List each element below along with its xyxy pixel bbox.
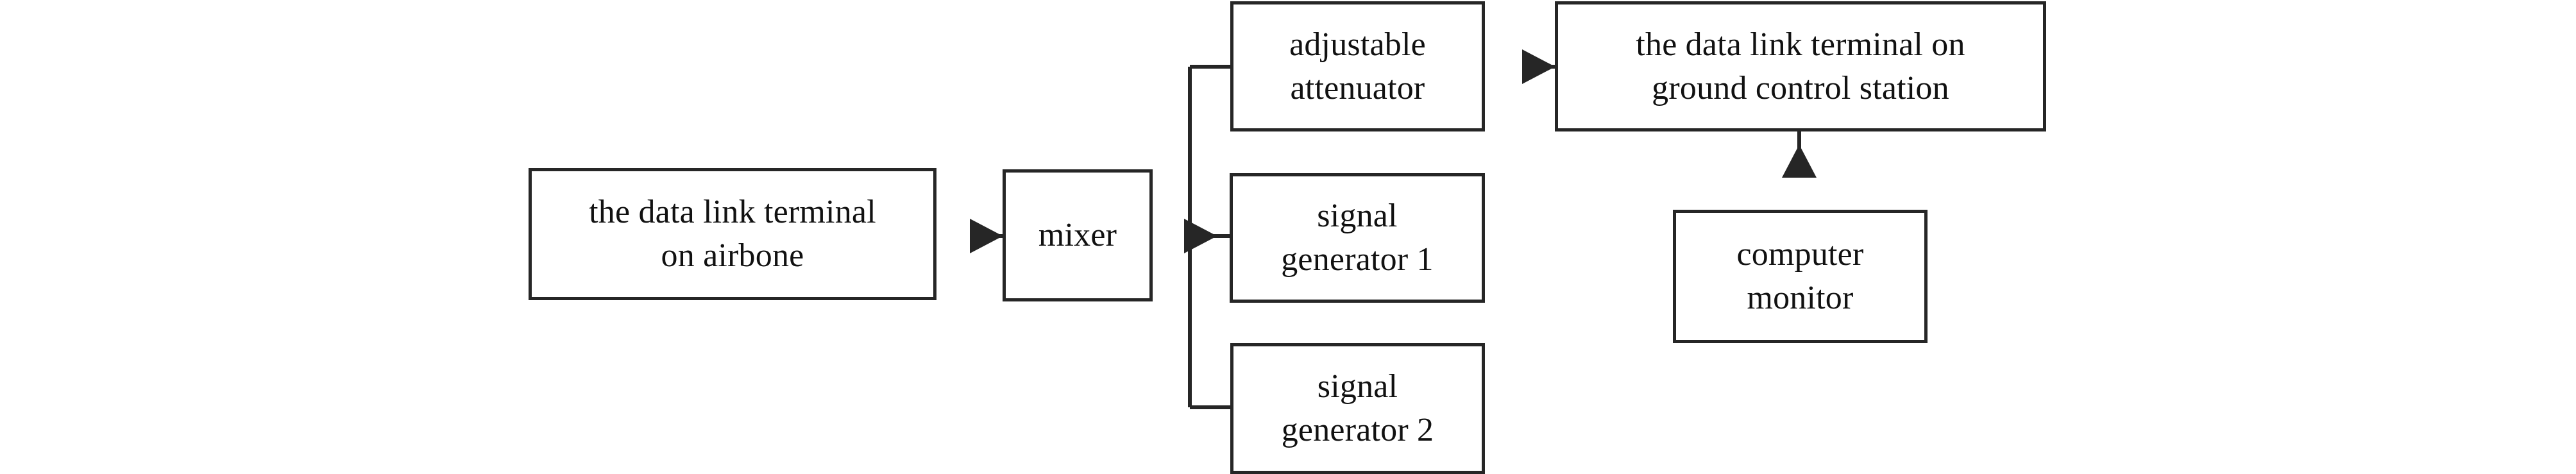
node-adjustable-attenuator[interactable]: adjustable attenuator [1230, 1, 1485, 131]
node-label-signal-generator-2: signal generator 2 [1281, 368, 1434, 448]
node-signal-generator-2[interactable]: signal generator 2 [1230, 343, 1485, 474]
node-signal-generator-1[interactable]: signal generator 1 [1230, 173, 1485, 303]
node-label-computer-monitor: computer monitor [1736, 236, 1864, 316]
node-label-signal-generator-1: signal generator 1 [1281, 198, 1434, 278]
node-mixer[interactable]: mixer [1003, 169, 1153, 301]
node-data-link-terminal-ground-control-station[interactable]: the data link terminal on ground control… [1555, 1, 2046, 131]
node-label-mixer: mixer [1038, 217, 1117, 254]
node-label-data-link-terminal-airbone: the data link terminal on airbone [589, 194, 876, 274]
node-data-link-terminal-airbone[interactable]: the data link terminal on airbone [529, 168, 936, 300]
node-label-data-link-terminal-ground-control-station: the data link terminal on ground control… [1636, 26, 1965, 106]
node-computer-monitor[interactable]: computer monitor [1673, 210, 1928, 343]
node-label-adjustable-attenuator: adjustable attenuator [1289, 26, 1426, 106]
